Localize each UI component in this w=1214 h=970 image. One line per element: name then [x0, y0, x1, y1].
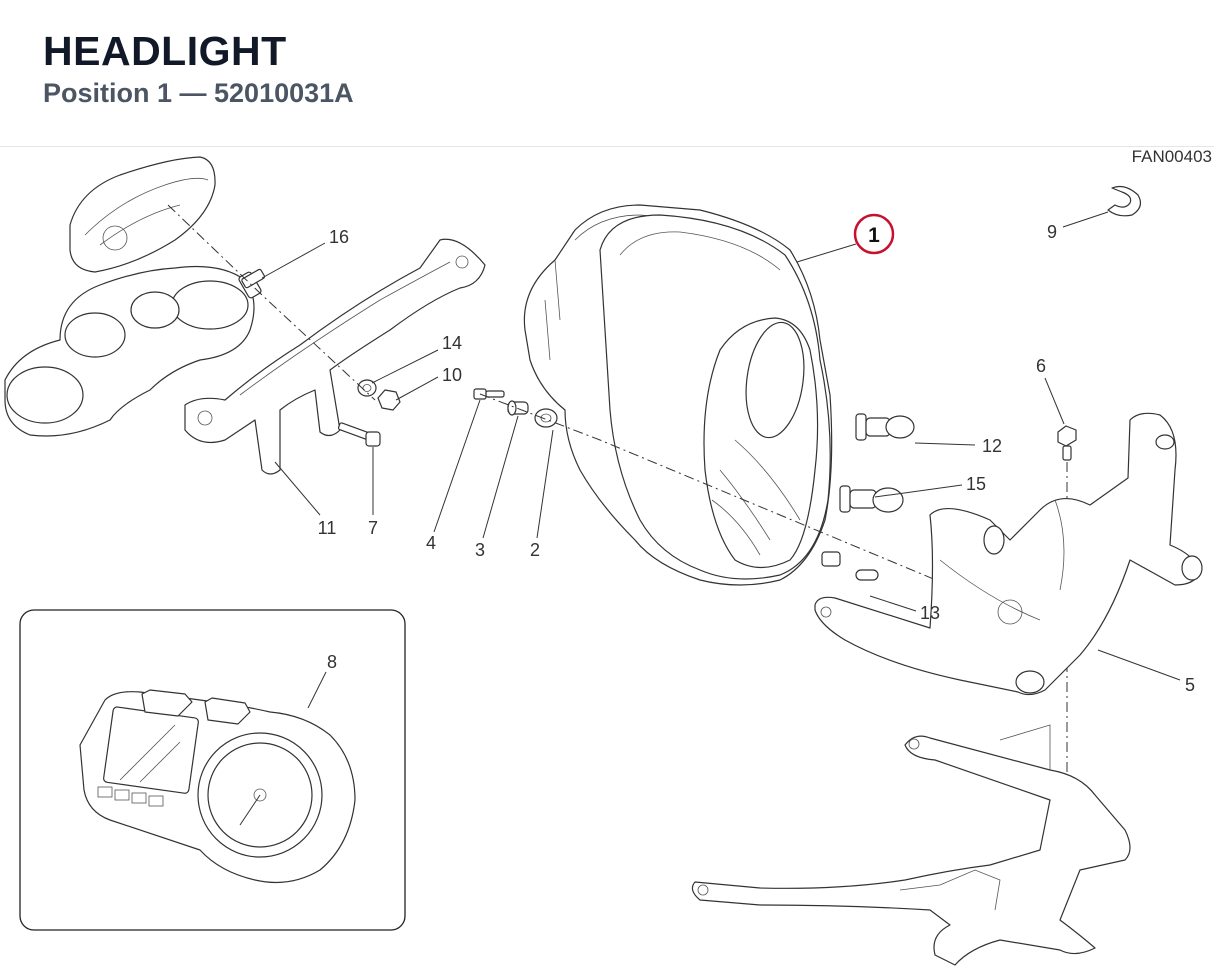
- clip-9-part: [1107, 185, 1142, 217]
- instrument-cover-part: [69, 156, 216, 273]
- page-title: HEADLIGHT: [43, 28, 287, 74]
- callout-3[interactable]: 3: [475, 540, 485, 560]
- screw-7-part: [337, 422, 381, 447]
- bulb-13-part: [821, 551, 879, 581]
- callout-14[interactable]: 14: [442, 333, 462, 353]
- callout-5[interactable]: 5: [1185, 675, 1195, 695]
- subframe-part: [691, 724, 1131, 966]
- callout-2[interactable]: 2: [530, 540, 540, 560]
- callout-9[interactable]: 9: [1047, 222, 1057, 242]
- instrument-cluster-part-8: [79, 689, 356, 884]
- nut-10-part: [377, 389, 401, 411]
- callout-15[interactable]: 15: [966, 474, 986, 494]
- callout-8[interactable]: 8: [327, 652, 337, 672]
- callout-7[interactable]: 7: [368, 518, 378, 538]
- callout-1-selected[interactable]: 1: [853, 213, 895, 255]
- front-bracket-part-5: [814, 412, 1203, 696]
- page-header: HEADLIGHT Position 1 — 52010031A: [0, 0, 1214, 147]
- drawing-code: FAN00403: [1131, 147, 1212, 166]
- washer-14-part: [357, 379, 377, 397]
- spacer-3-part: [507, 400, 529, 416]
- callout-4[interactable]: 4: [426, 533, 436, 553]
- selected-callout-ring: [853, 213, 895, 255]
- headlight-assembly-part-1: [523, 204, 833, 586]
- bolt-6-part: [1057, 425, 1077, 461]
- bulb-12-part: [855, 413, 915, 441]
- headlight-bracket-part: [184, 238, 486, 475]
- callout-1-label: 1: [868, 224, 880, 247]
- callout-10[interactable]: 10: [442, 365, 462, 385]
- callout-6[interactable]: 6: [1036, 356, 1046, 376]
- callout-16[interactable]: 16: [329, 227, 349, 247]
- leader-lines: [261, 211, 1181, 709]
- grommet-2-part: [534, 408, 558, 428]
- part-position-subtitle: Position 1 — 52010031A: [43, 78, 354, 108]
- triple-clamp-part: [4, 265, 255, 437]
- callout-12[interactable]: 12: [982, 436, 1002, 456]
- callout-13[interactable]: 13: [920, 603, 940, 623]
- callout-11[interactable]: 11: [318, 518, 337, 538]
- bulb-15-part: [839, 485, 904, 513]
